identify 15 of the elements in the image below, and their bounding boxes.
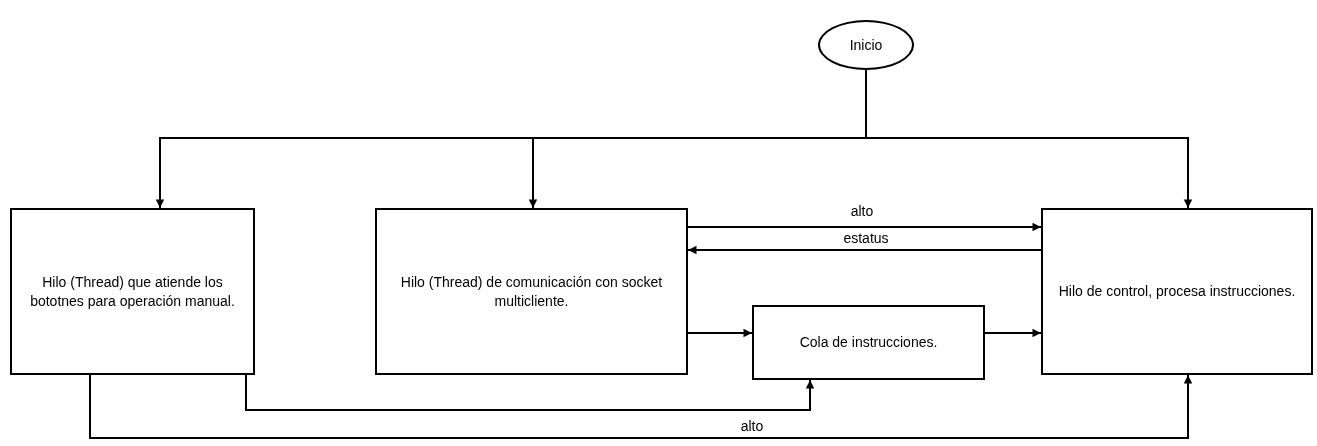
arrow xyxy=(687,328,753,338)
arrow xyxy=(984,328,1042,338)
arrow xyxy=(245,374,815,411)
arrow xyxy=(89,374,1193,439)
node-text: Inicio xyxy=(848,35,884,55)
arrow xyxy=(687,245,1042,255)
node-text: Hilo (Thread) de comunicación con socket multicliente. xyxy=(399,272,664,311)
node-text: Hilo (Thread) que atiende los bototnes para operación manual. xyxy=(29,272,236,311)
process-box xyxy=(752,305,985,380)
process-box xyxy=(10,208,255,375)
process-box xyxy=(1041,208,1313,375)
process-box xyxy=(375,208,688,375)
arrow xyxy=(687,222,1042,232)
node-text: Cola de instrucciones. xyxy=(798,333,939,352)
node-text: Hilo de control, procesa instrucciones. xyxy=(1057,282,1297,301)
